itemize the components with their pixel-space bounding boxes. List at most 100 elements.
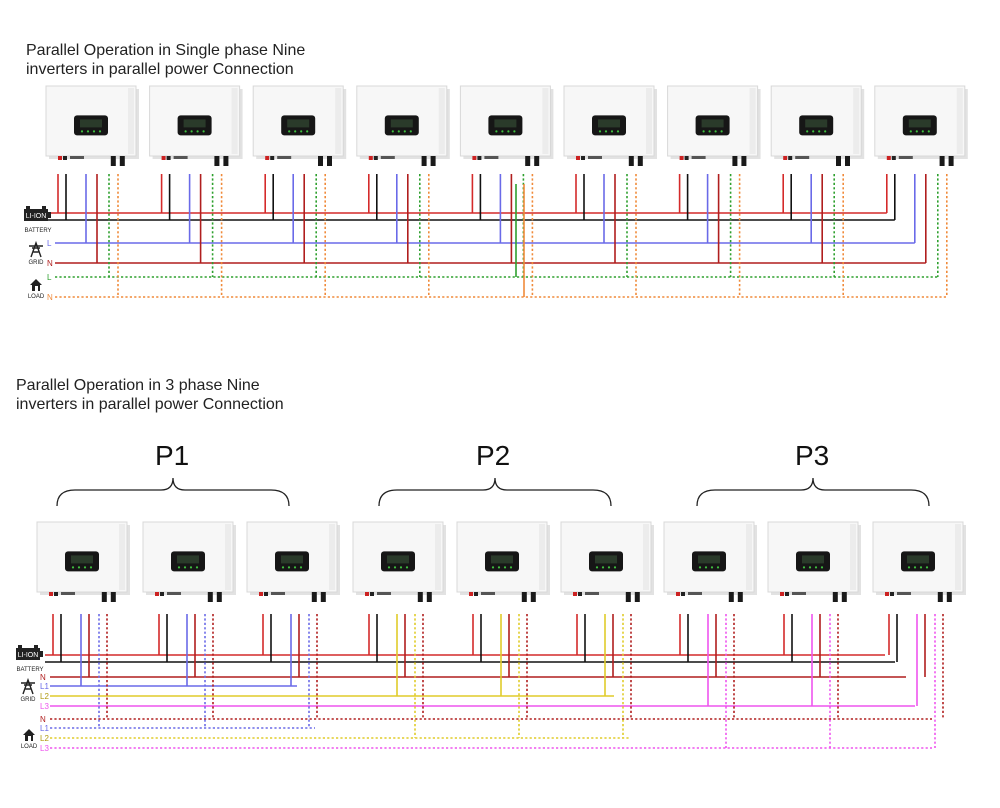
- group-brace-p2: [378, 477, 612, 507]
- terminal-strip: [70, 156, 84, 159]
- terminal: [681, 592, 685, 596]
- status-led: [501, 130, 504, 133]
- grid-label: GRID: [29, 260, 45, 266]
- ac-connector: [430, 156, 436, 166]
- status-led: [281, 566, 285, 569]
- display-readout: [805, 119, 828, 128]
- ac-connector: [223, 156, 229, 166]
- ac-connector: [737, 592, 743, 602]
- display-readout: [598, 119, 620, 128]
- grid-tower-icon: GRID: [29, 240, 45, 266]
- inverter-side: [643, 524, 649, 590]
- status-led: [71, 566, 75, 569]
- terminal-strip: [898, 156, 913, 159]
- load-n-label: N: [47, 293, 53, 302]
- terminal: [472, 156, 477, 160]
- terminal: [265, 156, 270, 160]
- three-phase-inverters: [36, 521, 966, 602]
- display-readout: [287, 119, 310, 128]
- status-led: [294, 130, 297, 133]
- load-line-label: L1: [40, 724, 49, 733]
- status-led: [507, 130, 510, 133]
- inverter-side: [329, 524, 335, 590]
- load-line-label: N: [40, 715, 46, 724]
- status-led: [184, 130, 187, 133]
- inverter: [246, 521, 340, 602]
- three-phase-wiring: [45, 614, 944, 749]
- terminal: [576, 156, 580, 160]
- status-led: [509, 566, 513, 569]
- terminal: [684, 156, 689, 160]
- ac-connector: [841, 592, 847, 602]
- display-readout: [802, 555, 824, 564]
- terminal: [780, 592, 784, 596]
- status-led: [913, 566, 917, 569]
- inverter: [142, 521, 236, 602]
- load-line-label: L2: [40, 734, 49, 743]
- terminal: [891, 156, 896, 160]
- terminal-strip: [173, 156, 188, 159]
- status-led: [177, 566, 181, 569]
- single-phase-title: Parallel Operation in Single phase Nine …: [26, 42, 306, 78]
- load-label: LOAD: [28, 294, 45, 300]
- ac-connector: [110, 156, 116, 166]
- status-led: [716, 566, 720, 569]
- inverter-side: [231, 88, 238, 154]
- ac-connector: [119, 156, 125, 166]
- ac-connector: [628, 156, 634, 166]
- display-readout: [595, 555, 617, 564]
- grid-n-label: N: [47, 259, 53, 268]
- terminal: [886, 156, 891, 160]
- battery-cap: [42, 206, 46, 209]
- terminal: [166, 156, 171, 160]
- inverter: [352, 521, 446, 602]
- status-led: [698, 566, 702, 569]
- inverter-body: [246, 521, 338, 593]
- terminal: [161, 156, 166, 160]
- terminal-strip: [380, 156, 395, 159]
- terminal: [373, 156, 378, 160]
- terminal: [885, 592, 889, 596]
- terminal-strip: [588, 156, 602, 159]
- terminal: [676, 592, 680, 596]
- terminal-strip: [271, 592, 285, 595]
- terminal-strip: [167, 592, 181, 595]
- status-led: [196, 130, 199, 133]
- status-led: [387, 566, 391, 569]
- status-led: [802, 566, 806, 569]
- battery-cap: [34, 645, 38, 648]
- status-led: [86, 130, 90, 133]
- terminal: [368, 156, 373, 160]
- display-readout: [71, 555, 93, 564]
- inverter-side: [119, 524, 125, 590]
- status-led: [293, 566, 297, 569]
- ac-connector: [937, 592, 943, 602]
- terminal: [365, 592, 369, 596]
- single-phase-wiring: [45, 174, 948, 298]
- status-led: [921, 130, 924, 133]
- house-shape: [30, 279, 42, 291]
- status-led: [714, 130, 717, 133]
- status-led: [820, 566, 824, 569]
- status-led: [808, 566, 812, 569]
- inverter: [456, 521, 550, 602]
- terminal: [788, 156, 793, 160]
- ac-connector: [534, 156, 540, 166]
- grid-line-label: N: [40, 673, 46, 682]
- status-led: [403, 130, 406, 133]
- ac-connector: [625, 592, 631, 602]
- ac-connector: [634, 592, 640, 602]
- group-label-p2: P2: [476, 440, 511, 471]
- status-led: [89, 566, 93, 569]
- battery-badge: LI-ION: [18, 652, 39, 659]
- inverter: [663, 521, 757, 602]
- status-led: [409, 130, 412, 133]
- status-led: [92, 130, 96, 133]
- ac-connector: [845, 156, 850, 166]
- terminal-strip: [277, 156, 292, 159]
- grid-tower-icon: GRID: [21, 677, 37, 703]
- terminal: [477, 156, 482, 160]
- grid-label: GRID: [21, 697, 37, 703]
- grid-line-label: L2: [40, 692, 49, 701]
